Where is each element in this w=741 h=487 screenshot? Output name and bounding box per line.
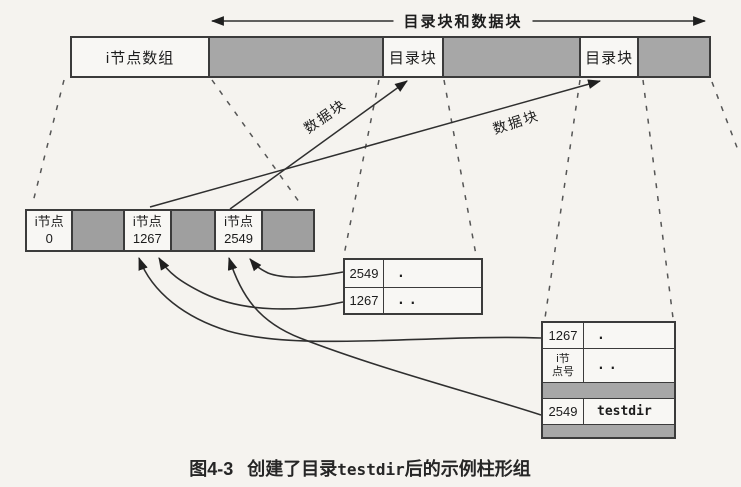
table-row: 2549 testdir — [543, 398, 674, 424]
arrow-testdir-dotdot-to-inode1267 — [158, 257, 344, 310]
segment-dir-block-2: 目录块 — [578, 38, 638, 76]
arrow-inode2549-to-dirblock1 — [229, 80, 408, 210]
inode-1267-number: 1267 — [132, 230, 162, 246]
cone-inode-array-left — [32, 79, 65, 203]
cone-dirblock1-right — [443, 79, 477, 256]
entry-inode-number: 2549 — [345, 260, 384, 287]
inode-2549-number: 2549 — [224, 230, 254, 246]
table-row: 1267 .. — [345, 286, 481, 313]
segment-data-blocks-1 — [208, 38, 383, 76]
dir-block-2-label: 目录块 — [585, 49, 634, 67]
entry-inode-number: 1267 — [543, 323, 584, 348]
entry-name: .. — [597, 358, 621, 373]
figure-caption: 图4-3 创建了目录testdir后的示例柱形组 — [189, 455, 530, 481]
inode-gray-2 — [169, 211, 215, 250]
inode-detail-row: i节点 0 i节点 1267 i节点 2549 — [25, 209, 315, 252]
inode-1267-title: i节点 — [132, 214, 162, 230]
table-row: 2549 . — [345, 260, 481, 287]
cylinder-group-bar: i节点数组 目录块 目录块 — [70, 36, 711, 78]
inode-0-title: i节点 — [34, 214, 64, 230]
cone-dirblock1-left — [343, 79, 380, 256]
caption-mono-testdir: testdir — [337, 460, 405, 479]
arrow-inode1267-to-dirblock2 — [149, 79, 602, 208]
cone-right-edge-stub — [711, 81, 739, 151]
inode-0-number: 0 — [45, 230, 53, 246]
inode-cell-2549: i节点 2549 — [214, 211, 260, 250]
segment-data-blocks-3 — [637, 38, 709, 76]
table-row: 1267 . — [543, 323, 674, 348]
segment-data-blocks-2 — [441, 38, 579, 76]
inode-cell-0: i节点 0 — [27, 211, 71, 250]
segment-dir-block-1: 目录块 — [382, 38, 442, 76]
inode-label-line1: i节 — [556, 352, 570, 365]
inode-cell-1267: i节点 1267 — [122, 211, 170, 250]
inode-gray-3 — [260, 211, 313, 250]
cone-dirblock2-right — [642, 79, 674, 319]
entry-name: .. — [397, 292, 421, 308]
inode-number-column-label: i节 点号 — [543, 349, 584, 382]
entry-inode-number: 2549 — [543, 399, 584, 424]
span-arrow-label: 目录块和数据块 — [393, 10, 533, 32]
cone-dirblock2-left — [544, 79, 581, 319]
cone-inode-array-right — [211, 79, 303, 207]
testdir-dir-block-table: 2549 . 1267 .. — [343, 258, 483, 315]
table-row-shaded — [543, 424, 674, 437]
inode-label-line2: 点号 — [552, 365, 574, 378]
data-block-label-left: 数据块 — [300, 95, 350, 137]
entry-name: . — [397, 265, 405, 281]
inode-2549-title: i节点 — [224, 214, 253, 230]
entry-name: testdir — [597, 404, 652, 419]
arrow-testdir-dot-to-inode2549 — [249, 258, 344, 278]
entry-inode-number: 1267 — [345, 287, 384, 313]
caption-text-after: 后的示例柱形组 — [404, 459, 531, 479]
inode-array-label: i节点数组 — [105, 49, 175, 67]
figure-number: 图4-3 — [189, 459, 234, 479]
parent-dir-block-table: 1267 . i节 点号 .. 2549 testdir — [541, 321, 676, 439]
table-row-shaded — [543, 382, 674, 398]
data-block-label-right: 数据块 — [490, 106, 542, 138]
dir-block-1-label: 目录块 — [388, 49, 437, 67]
table-row: i节 点号 .. — [543, 348, 674, 382]
entry-name: . — [597, 328, 605, 343]
caption-text-before: 创建了目录 — [247, 459, 338, 479]
segment-inode-array: i节点数组 — [72, 38, 208, 76]
inode-gray-1 — [71, 211, 123, 250]
